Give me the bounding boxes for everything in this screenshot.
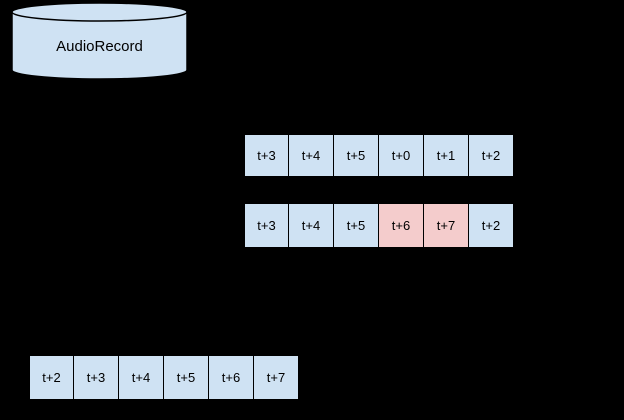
cylinder-top: [11, 2, 188, 22]
buffer-cell: t+3: [74, 355, 119, 400]
buffer-cell: t+0: [379, 134, 424, 177]
cylinder-shape-icon: [11, 2, 188, 80]
buffer-cell: t+7: [424, 203, 469, 248]
buffer-cell: t+6: [379, 203, 424, 248]
buffer-cell: t+7: [254, 355, 299, 400]
buffer-cell: t+1: [424, 134, 469, 177]
buffer-cell: t+5: [334, 134, 379, 177]
cylinder-label: AudioRecord: [56, 38, 143, 55]
buffer-cell: t+6: [209, 355, 254, 400]
buffer-cell: t+2: [469, 203, 514, 248]
buffer-cell: t+5: [334, 203, 379, 248]
buffer-cell: t+2: [469, 134, 514, 177]
buffer-cell: t+4: [289, 134, 334, 177]
buffer-cell: t+4: [119, 355, 164, 400]
buffer-cell: t+3: [244, 134, 289, 177]
buffer-cell: t+3: [244, 203, 289, 248]
buffer-cell: t+4: [289, 203, 334, 248]
buffer-cell: t+2: [29, 355, 74, 400]
buffer-cell: t+5: [164, 355, 209, 400]
audiorecord-cylinder: AudioRecord: [11, 2, 188, 80]
